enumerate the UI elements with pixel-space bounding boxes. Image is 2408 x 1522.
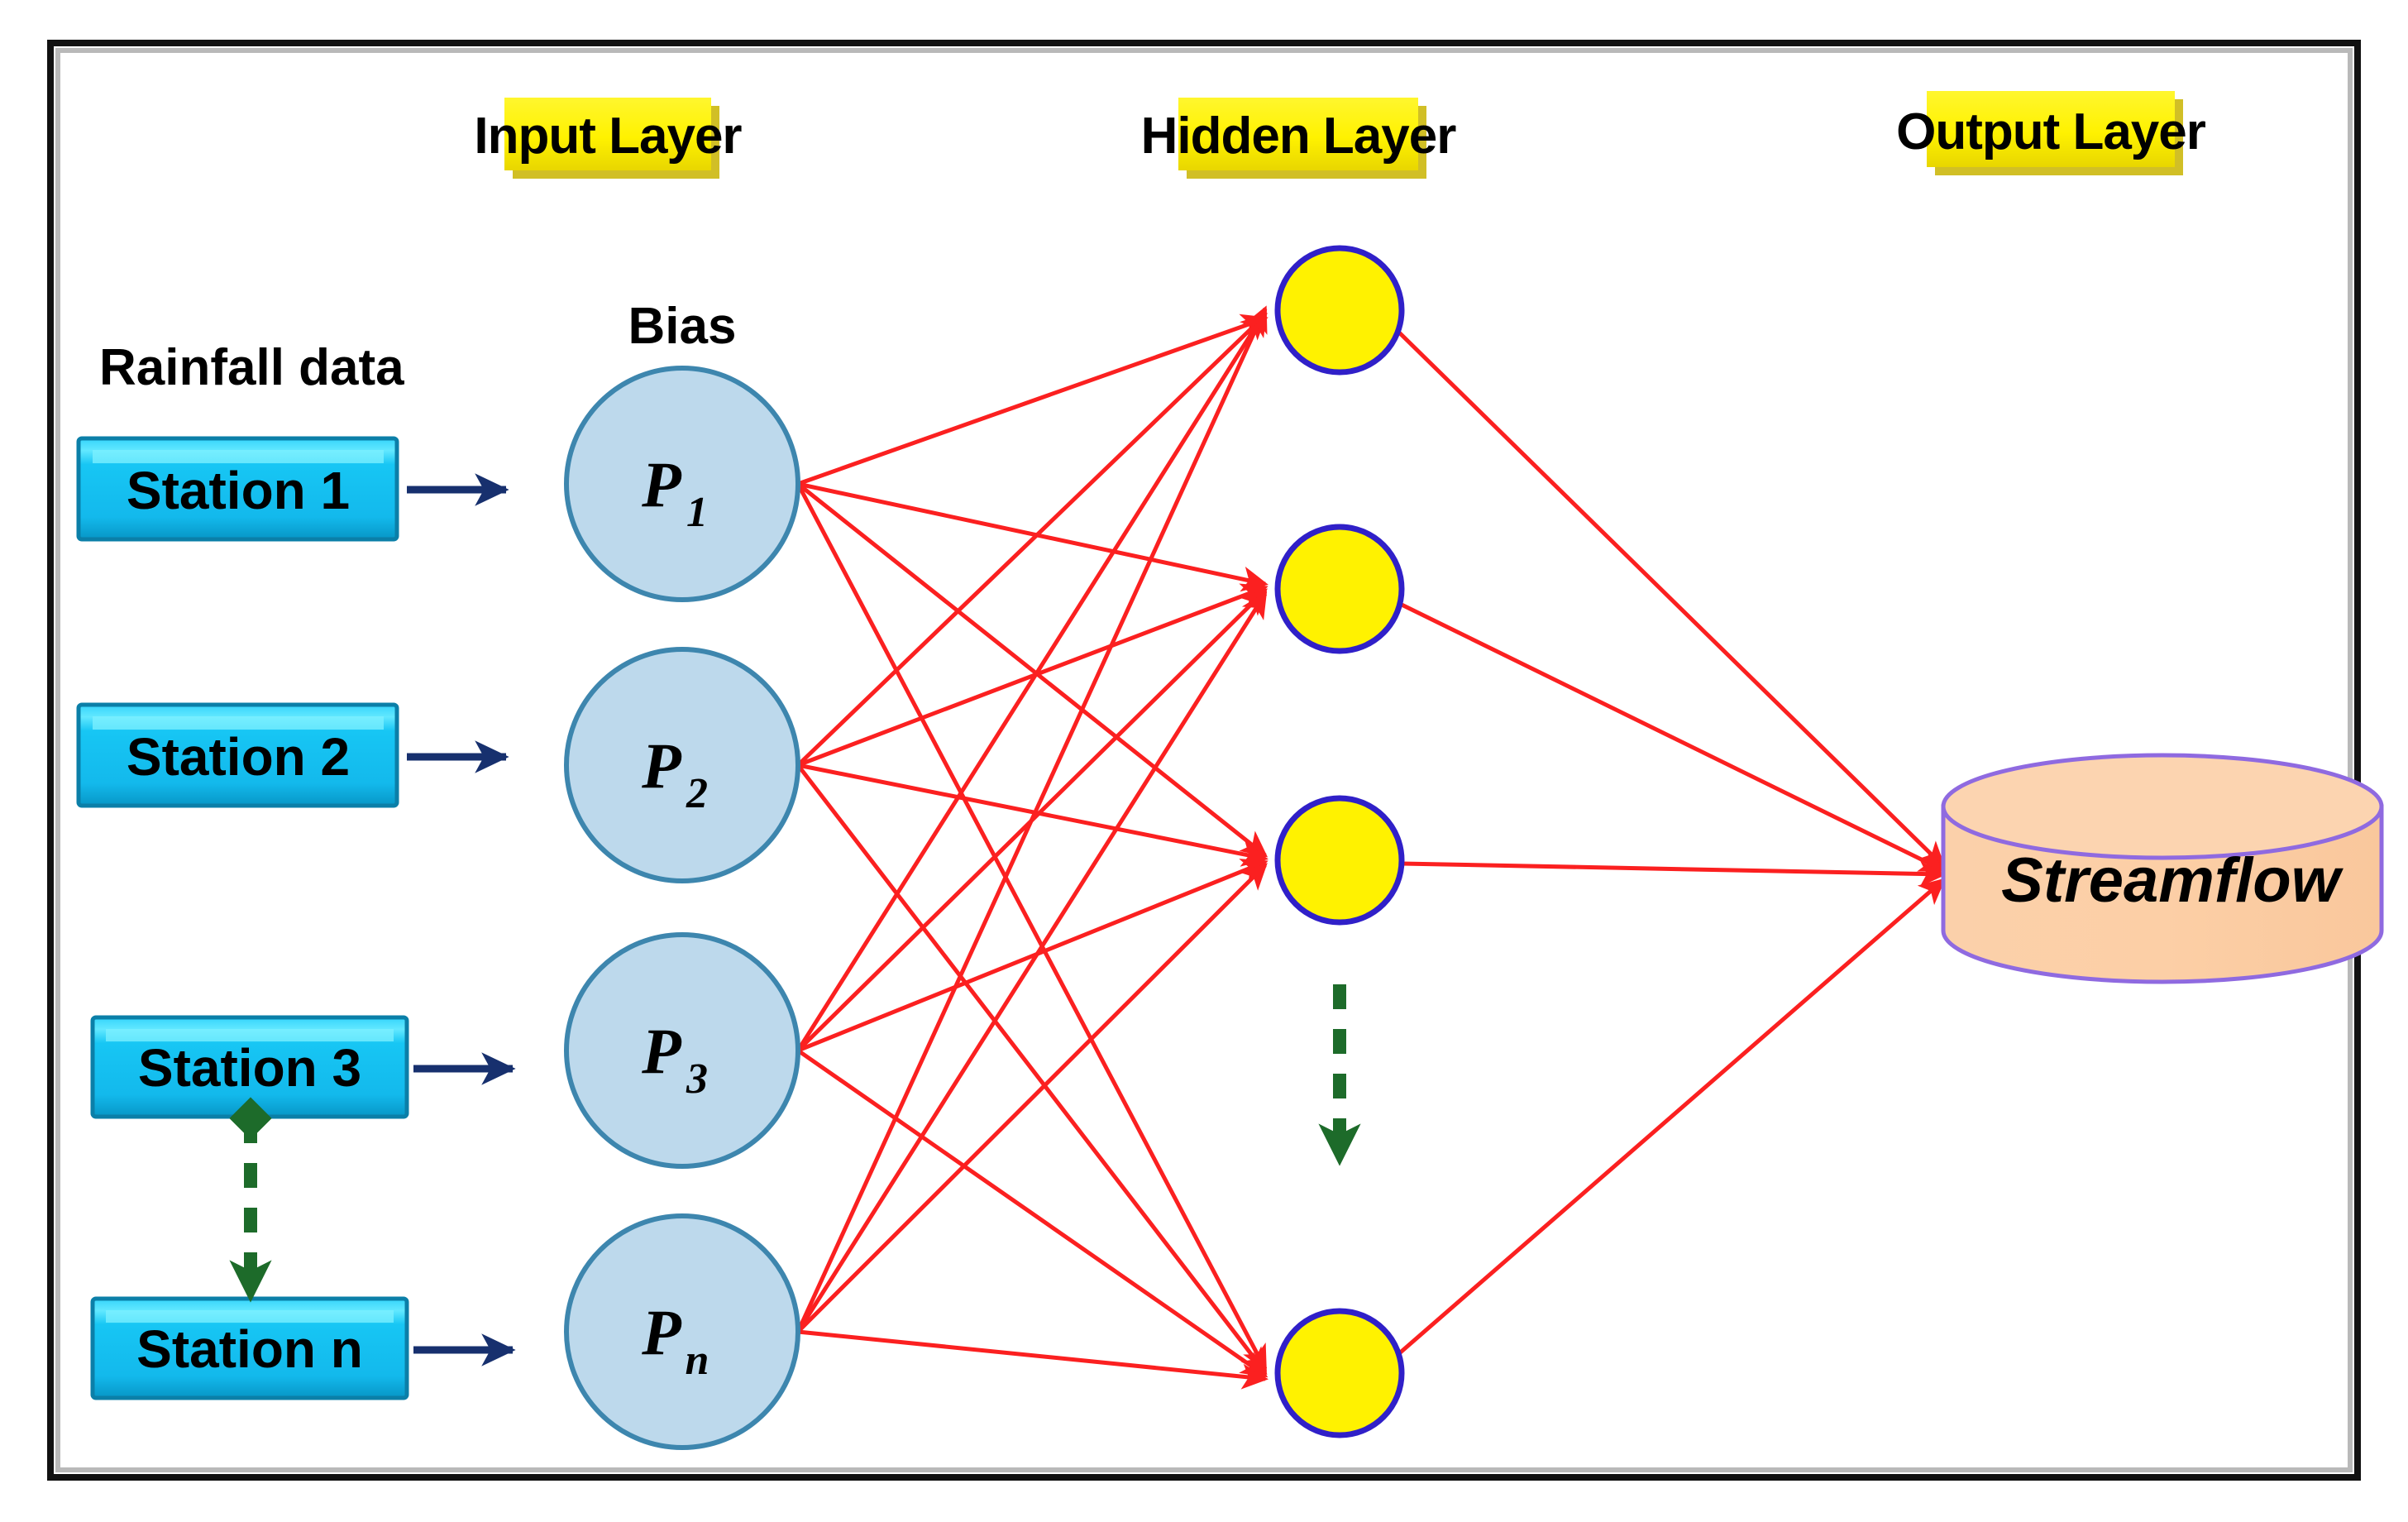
input-node-pn[interactable]: P n (564, 1213, 800, 1450)
layer-badge-output: Output Layer (1896, 91, 2207, 175)
badge-shape (504, 98, 711, 170)
layer-badge-label: Output Layer (1896, 103, 2206, 160)
station-box-highlight (106, 1310, 394, 1323)
synapse-pn-h2 (796, 591, 1268, 1333)
output-label: Streamflow (2001, 845, 2344, 916)
layer-badge-label: Hidden Layer (1141, 108, 1457, 165)
input-node-p3[interactable]: P 3 (564, 932, 800, 1169)
station-label: Station n (136, 1319, 363, 1379)
input-node-label: P (641, 1015, 682, 1087)
input-node-p2[interactable]: P 2 (564, 647, 800, 883)
input-node-circle (564, 366, 800, 602)
input-node-label: P (641, 448, 682, 520)
layer-badge-label: Input Layer (474, 108, 742, 165)
input-node-subscript: 1 (686, 489, 708, 536)
synapse-h1-output (1396, 329, 1946, 869)
synapse-p2-h2 (797, 583, 1268, 768)
station-box-n[interactable]: Station n (90, 1296, 409, 1400)
badge-shape (1178, 98, 1418, 170)
station-label: Station 1 (127, 461, 350, 520)
station-box-highlight (93, 450, 384, 463)
input-node-subscript: 2 (686, 770, 708, 817)
output-cylinder[interactable]: Streamflow (1941, 753, 2384, 984)
input-node-p1[interactable]: P 1 (564, 366, 800, 602)
input-node-subscript: n (686, 1337, 710, 1384)
synapse-group-hidden-output (1396, 329, 1947, 1357)
synapse-p2-hn (796, 763, 1268, 1376)
station-box-1[interactable]: Station 1 (76, 436, 399, 542)
input-node-label: P (641, 730, 682, 802)
layer-badge-hidden: Hidden Layer (1141, 98, 1457, 179)
station-label: Station 2 (127, 727, 350, 787)
badge-shape (1927, 91, 2175, 167)
input-node-circle (564, 1213, 800, 1450)
synapse-hn-output (1396, 878, 1947, 1357)
synapse-group-input-hidden (796, 305, 1268, 1390)
station-box-3[interactable]: Station 3 (90, 1015, 409, 1119)
synapse-pn-hn (797, 1329, 1268, 1390)
layer-badge-input: Input Layer (474, 98, 743, 179)
synapse-p2-h3 (797, 763, 1268, 867)
hidden-node-h3[interactable] (1274, 795, 1405, 926)
input-node-circle (564, 932, 800, 1169)
hidden-node-h2[interactable] (1274, 524, 1405, 654)
synapse-p1-h3 (796, 482, 1268, 858)
figure-frame (47, 40, 2361, 1481)
station-box-shape (76, 436, 399, 542)
input-node-circle (564, 647, 800, 883)
synapse-pn-h3 (796, 863, 1268, 1333)
synapse-p1-hn (796, 482, 1268, 1372)
hidden-node-hn[interactable] (1274, 1308, 1405, 1438)
station-box-2[interactable]: Station 2 (76, 702, 399, 808)
synapse-pn-h1 (796, 305, 1268, 1333)
synapse-p1-h2 (797, 481, 1268, 592)
station-label: Station 3 (138, 1038, 361, 1098)
station-box-shape (76, 702, 399, 808)
synapse-p2-h1 (796, 313, 1268, 767)
hidden-node-h1[interactable] (1274, 245, 1405, 376)
station-box-highlight (106, 1029, 394, 1041)
synapse-p3-h3 (797, 859, 1268, 1053)
rainfall-data-label: Rainfall data (99, 339, 404, 396)
synapse-p3-h1 (796, 309, 1268, 1052)
figure-frame-inner (55, 48, 2353, 1472)
bias-label: Bias (628, 298, 737, 355)
synapse-p3-hn (796, 1048, 1268, 1378)
synapse-p1-h1 (797, 313, 1268, 486)
input-node-subscript: 3 (686, 1055, 708, 1103)
synapse-h2-output (1398, 601, 1947, 873)
synapse-h3-output (1401, 860, 1947, 887)
cylinder-top (1941, 753, 2384, 860)
input-node-label: P (641, 1296, 682, 1368)
station-box-highlight (93, 716, 384, 730)
